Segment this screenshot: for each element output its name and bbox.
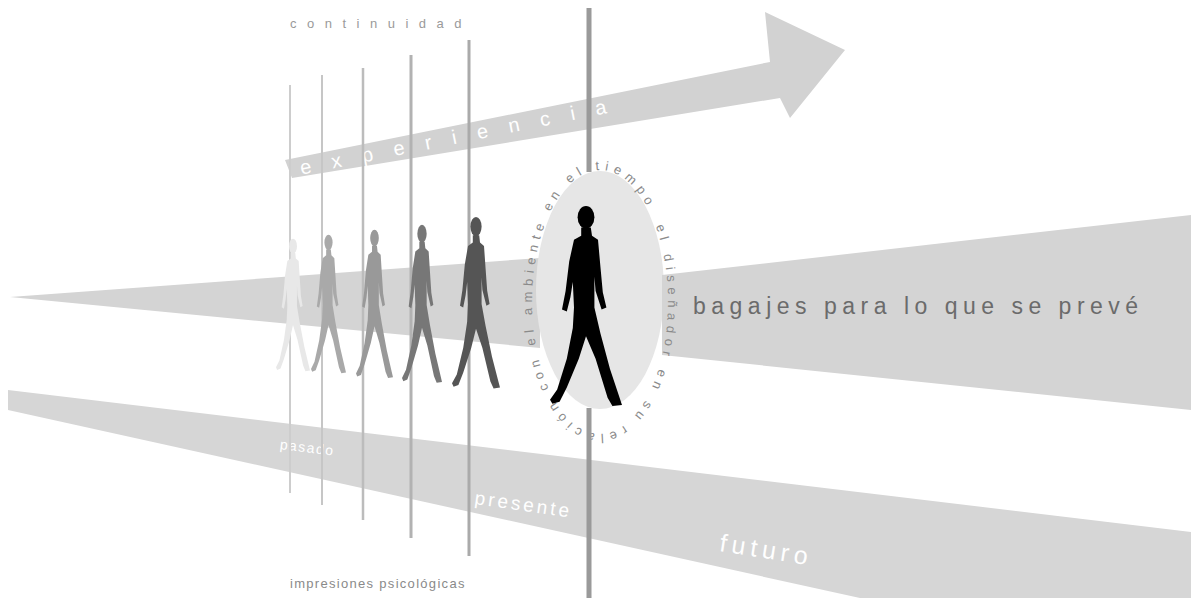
walker-figure <box>402 225 442 383</box>
present-line <box>587 408 592 598</box>
ring-text-layer: el diseñador en su relación con el ambie… <box>535 170 665 410</box>
time-band-shape <box>8 390 1191 598</box>
present-line <box>587 8 592 172</box>
walker-figure <box>311 235 346 373</box>
walker-figure <box>356 230 393 378</box>
future-band-text: bagajes para lo que se prevé <box>693 295 1144 318</box>
designer-figure <box>550 206 622 406</box>
time-line <box>321 75 323 505</box>
time-band: pasadopresentefuturo <box>0 380 1191 598</box>
future-band: bagajes para lo que se prevé <box>660 210 1191 415</box>
time-band-outline <box>0 380 1191 598</box>
ring-text: el diseñador en su relación con el ambie… <box>520 158 680 446</box>
time-line <box>468 40 471 556</box>
axis-label: impresiones psicológicas <box>290 577 466 590</box>
time-line <box>289 85 291 493</box>
experience-arrow-shape <box>285 12 845 178</box>
time-line <box>410 55 413 538</box>
past-wedge <box>10 258 540 348</box>
designer-ellipse: el diseñador en su relación con el ambie… <box>535 170 665 410</box>
time-line <box>362 68 365 520</box>
walker-figure <box>452 217 500 389</box>
experience-arrow: experiencia <box>280 5 850 190</box>
future-band-shape <box>662 215 1191 410</box>
experience-arrow-text: experiencia <box>298 92 629 177</box>
axis-label: continuidad <box>290 17 472 30</box>
walker-figure <box>276 239 310 372</box>
